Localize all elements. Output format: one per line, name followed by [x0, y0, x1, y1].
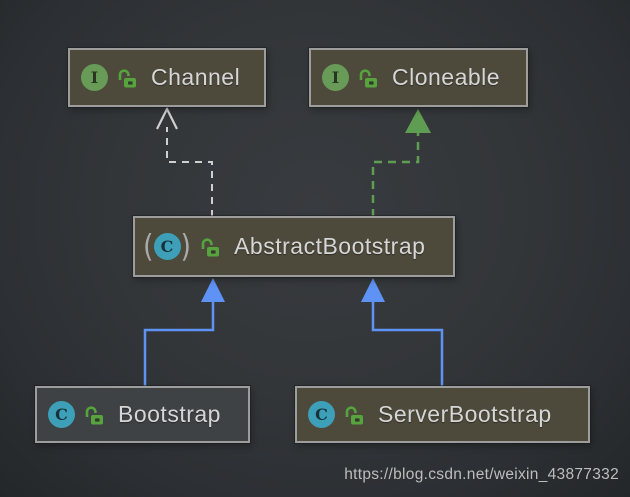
edge-abstractbootstrap-to-cloneable [371, 109, 431, 217]
abstract-class-icon: ( C ) [143, 228, 192, 265]
extends-arrowhead-icon [361, 278, 385, 302]
class-icon: C [308, 401, 335, 428]
public-unlocked-icon [358, 67, 378, 89]
node-label: AbstractBootstrap [234, 233, 426, 259]
public-unlocked-icon [344, 404, 364, 426]
watermark-url: https://blog.csdn.net/weixin_43877332 [344, 466, 619, 483]
edge-serverbootstrap-to-abstractbootstrap [361, 278, 444, 388]
edge-abstractbootstrap-to-channel [156, 106, 213, 217]
node-label: Cloneable [392, 64, 501, 90]
extends-arrowhead-icon [201, 278, 225, 302]
open-arrowhead-icon [156, 106, 178, 130]
class-icon: C [48, 401, 75, 428]
interface-icon: I [81, 64, 108, 91]
implements-arrowhead-icon [405, 109, 431, 133]
public-unlocked-icon [200, 236, 220, 258]
uml-node-serverbootstrap[interactable]: C ServerBootstrap [295, 386, 590, 443]
uml-node-cloneable[interactable]: I Cloneable [309, 48, 528, 107]
uml-node-channel[interactable]: I Channel [68, 48, 266, 107]
public-unlocked-icon [84, 404, 104, 426]
uml-node-bootstrap[interactable]: C Bootstrap [35, 386, 250, 443]
interface-icon: I [322, 64, 349, 91]
node-label: ServerBootstrap [378, 401, 552, 427]
node-label: Bootstrap [118, 401, 221, 427]
uml-node-abstractbootstrap[interactable]: ( C ) AbstractBootstrap [133, 216, 455, 277]
edge-bootstrap-to-abstractbootstrap [143, 278, 225, 388]
public-unlocked-icon [117, 67, 137, 89]
node-label: Channel [151, 64, 241, 90]
